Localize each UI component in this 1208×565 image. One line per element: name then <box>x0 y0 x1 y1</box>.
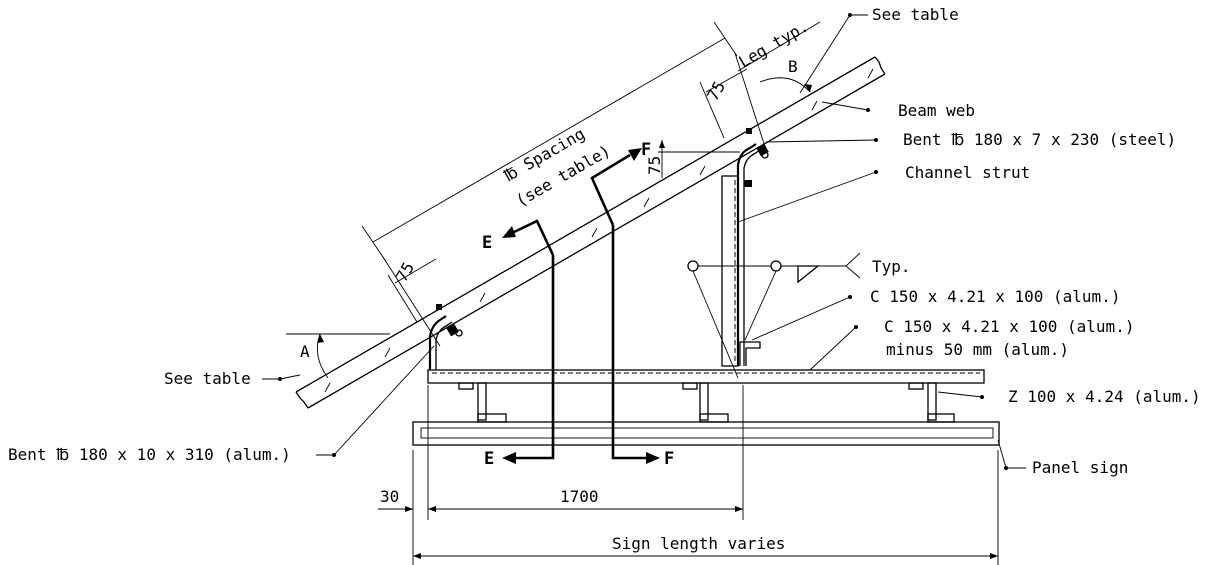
bent-plate-alum-label: Bent ℔ 180 x 10 x 310 (alum.) <box>8 445 291 464</box>
section-f-label-bottom: F <box>664 449 674 469</box>
see-table-top-callout: See table <box>799 5 959 94</box>
minus-50-label: minus 50 mm (alum.) <box>886 340 1069 359</box>
channel-strut-label: Channel strut <box>905 163 1030 182</box>
section-e-label-top: E <box>482 233 492 253</box>
bent-plate-alum <box>428 304 463 370</box>
z-bracket-middle <box>682 382 729 423</box>
z100-label: Z 100 x 4.24 (alum.) <box>1008 387 1201 406</box>
leg-typ-dimension: Leg typ. <box>736 16 821 71</box>
see-table-left-label: See table <box>164 369 251 388</box>
horizontal-channel <box>427 369 985 384</box>
channel-strut <box>721 175 761 367</box>
z-bracket-right <box>908 382 955 423</box>
section-cut-f: F F <box>590 140 674 469</box>
c150-b-label: C 150 x 4.21 x 100 (alum.) <box>884 317 1134 336</box>
dim-75-upper: 75 <box>699 68 748 139</box>
c150-b-callout: C 150 x 4.21 x 100 (alum.) minus 50 mm (… <box>809 317 1134 371</box>
c150-a-label: C 150 x 4.21 x 100 (alum.) <box>870 287 1120 306</box>
see-table-top-label: See table <box>872 5 959 24</box>
angle-b: B <box>759 57 812 93</box>
dim-1700-text: 1700 <box>560 487 599 506</box>
sloped-beam <box>295 56 886 409</box>
beam-web-callout: Beam web <box>821 101 975 120</box>
panel-sign-callout: Panel sign <box>997 439 1128 477</box>
pl-spacing-dimension: ℔ Spacing (see table) <box>361 21 767 347</box>
sign-length-text: Sign length varies <box>612 534 785 553</box>
beam-web-label: Beam web <box>898 101 975 120</box>
angle-a-label: A <box>300 342 310 361</box>
leg-typ-label: Leg typ. <box>736 16 812 71</box>
dim-75-vertical: 75 <box>645 140 740 178</box>
z-bracket-left <box>458 382 507 423</box>
weld-symbol: Typ. <box>687 252 911 379</box>
typ-label: Typ. <box>872 257 911 276</box>
dim-30-text: 30 <box>380 487 399 506</box>
panel-sign-label: Panel sign <box>1032 458 1128 477</box>
z100-callout: Z 100 x 4.24 (alum.) <box>937 387 1201 406</box>
section-e-label-bottom: E <box>484 449 494 469</box>
bottom-dimensions: 30 1700 Sign length varies <box>378 385 999 565</box>
channel-strut-callout: Channel strut <box>737 163 1030 223</box>
dim-75-lower: 75 <box>387 258 437 323</box>
dim-75-vertical-text: 75 <box>645 156 664 175</box>
section-cut-e: E E <box>482 219 555 469</box>
bent-plate-alum-callout: Bent ℔ 180 x 10 x 310 (alum.) <box>8 345 435 464</box>
section-f-label-top: F <box>641 140 651 160</box>
dim-75-lower-text: 75 <box>392 259 418 285</box>
bent-plate-steel-callout: Bent ℔ 180 x 7 x 230 (steel) <box>765 130 1176 149</box>
c150-a-callout: C 150 x 4.21 x 100 (alum.) <box>751 287 1120 341</box>
angle-a: A <box>286 333 390 379</box>
bent-plate-steel-label: Bent ℔ 180 x 7 x 230 (steel) <box>903 130 1176 149</box>
see-table-left-callout: See table <box>164 369 301 388</box>
angle-b-label: B <box>788 57 798 76</box>
bent-plate-steel <box>736 128 769 366</box>
panel-sign <box>412 421 1000 446</box>
